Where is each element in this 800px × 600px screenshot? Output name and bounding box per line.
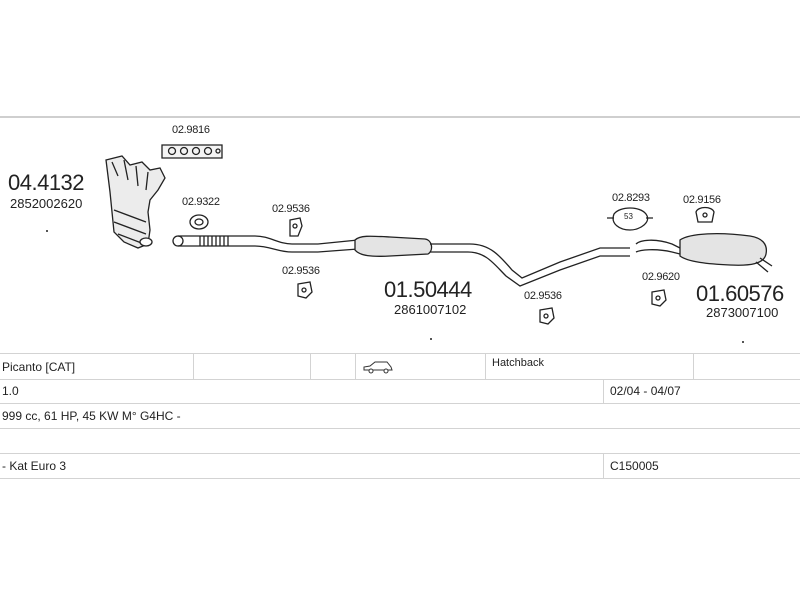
rubber-mount-1-number: 02.9536	[272, 203, 310, 215]
rubber-mount-4-number: 02.9156	[683, 194, 721, 206]
rear-silencer-ref-number: 2873007100	[706, 305, 779, 320]
center-silencer-marker-dot	[430, 338, 432, 340]
divider	[193, 354, 194, 379]
rubber-mount-icon-3	[539, 307, 555, 325]
clamp-icon	[607, 207, 653, 231]
center-silencer-icon	[354, 235, 630, 287]
date-range-cell: 02/04 - 04/07	[610, 384, 681, 398]
rear-silencer-marker-dot	[742, 341, 744, 343]
catalyst-icon	[105, 155, 166, 249]
car-hatchback-icon	[363, 361, 393, 373]
rubber-mount-icon-1	[289, 217, 303, 237]
catalyst-marker-dot	[46, 230, 48, 232]
table-row-engine: 1.0 02/04 - 04/07	[0, 379, 800, 404]
catalyst-part-number: 04.4132	[8, 170, 85, 195]
engine-details-cell: 999 cc, 61 HP, 45 KW M° G4HC -	[2, 409, 181, 423]
front-pipe-icon	[172, 235, 359, 253]
rubber-mount-icon-5	[651, 289, 667, 307]
divider	[693, 354, 694, 379]
body-type-cell: Hatchback	[492, 357, 544, 369]
divider	[310, 354, 311, 379]
manifold-gasket-number: 02.9816	[172, 124, 210, 136]
flange-gasket-number: 02.9322	[182, 196, 220, 208]
table-row-blank	[0, 429, 800, 454]
divider	[355, 354, 356, 379]
table-row-engine-details: 999 cc, 61 HP, 45 KW M° G4HC -	[0, 404, 800, 429]
top-border	[0, 116, 800, 118]
center-silencer-ref-number: 2861007102	[394, 302, 467, 317]
flange-gasket-icon	[189, 214, 209, 230]
rear-silencer-part-number: 01.60576	[696, 281, 784, 306]
engine-size-cell: 1.0	[2, 384, 19, 398]
catalyst-ref-number: 2852002620	[10, 196, 83, 211]
rubber-mount-5-number: 02.9620	[642, 271, 680, 283]
table-row-model: Picanto [CAT] Hatchback	[0, 353, 800, 380]
divider	[603, 379, 604, 403]
clamp-number: 02.8293	[612, 192, 650, 204]
rear-silencer-icon	[635, 233, 773, 273]
rubber-mount-icon-4	[695, 206, 715, 223]
rubber-mount-3-number: 02.9536	[524, 290, 562, 302]
clamp-size-label: 53	[624, 212, 633, 221]
model-cell: Picanto [CAT]	[2, 359, 76, 374]
divider	[485, 354, 486, 379]
manifold-gasket-icon	[161, 144, 223, 159]
emission-cell: - Kat Euro 3	[2, 459, 67, 473]
car-icon-cell	[360, 354, 480, 379]
divider	[603, 454, 604, 478]
rubber-mount-icon-2	[297, 281, 313, 299]
table-row-emission: - Kat Euro 3 C150005	[0, 454, 800, 479]
rubber-mount-2-number: 02.9536	[282, 265, 320, 277]
center-silencer-part-number: 01.50444	[384, 277, 472, 302]
code-cell: C150005	[610, 459, 659, 473]
